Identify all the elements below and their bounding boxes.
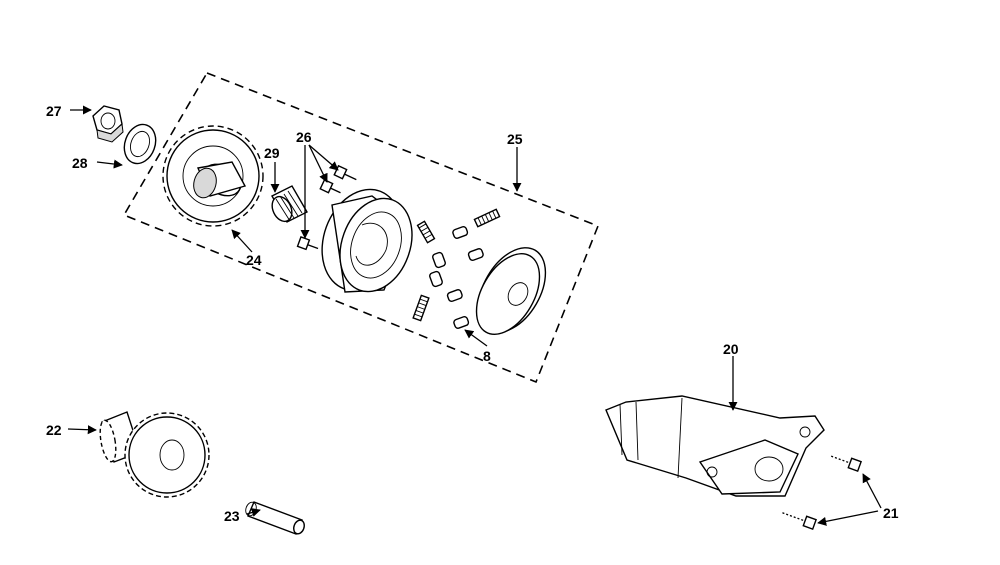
callout-28: 28 [72,155,88,171]
leader-26-b [308,144,328,183]
leader-23 [246,508,261,517]
part-cover-plate [475,247,547,335]
part-23-pin [245,501,305,535]
assembly-25-dashed-boundary [122,72,600,384]
leader-28 [96,159,123,169]
part-springs [412,208,501,322]
leader-21-b [817,510,879,526]
part-26-bolts [296,164,357,251]
callout-21: 21 [883,505,899,521]
callout-23: 23 [224,508,240,524]
callout-8: 8 [483,348,491,364]
callout-27: 27 [46,103,62,119]
callout-22: 22 [46,422,62,438]
part-clutch-housing [321,188,413,293]
callout-26: 26 [296,129,312,145]
callout-24: 24 [246,252,262,268]
callout-29: 29 [264,145,280,161]
part-29-needle-bearing [271,185,308,223]
part-27-hex-nut [92,105,124,143]
part-28-washer [123,123,157,165]
leader-8 [464,329,488,347]
leader-21-a [862,473,882,509]
leader-22 [67,425,97,435]
leader-24 [231,229,253,253]
callout-20: 20 [723,341,739,357]
part-24-sprocket-gear [162,125,264,227]
part-22-double-gear [99,411,210,498]
part-rollers [429,225,484,329]
leader-26-a [308,144,339,171]
callout-25: 25 [507,131,523,147]
part-20-starter-motor [605,395,825,497]
